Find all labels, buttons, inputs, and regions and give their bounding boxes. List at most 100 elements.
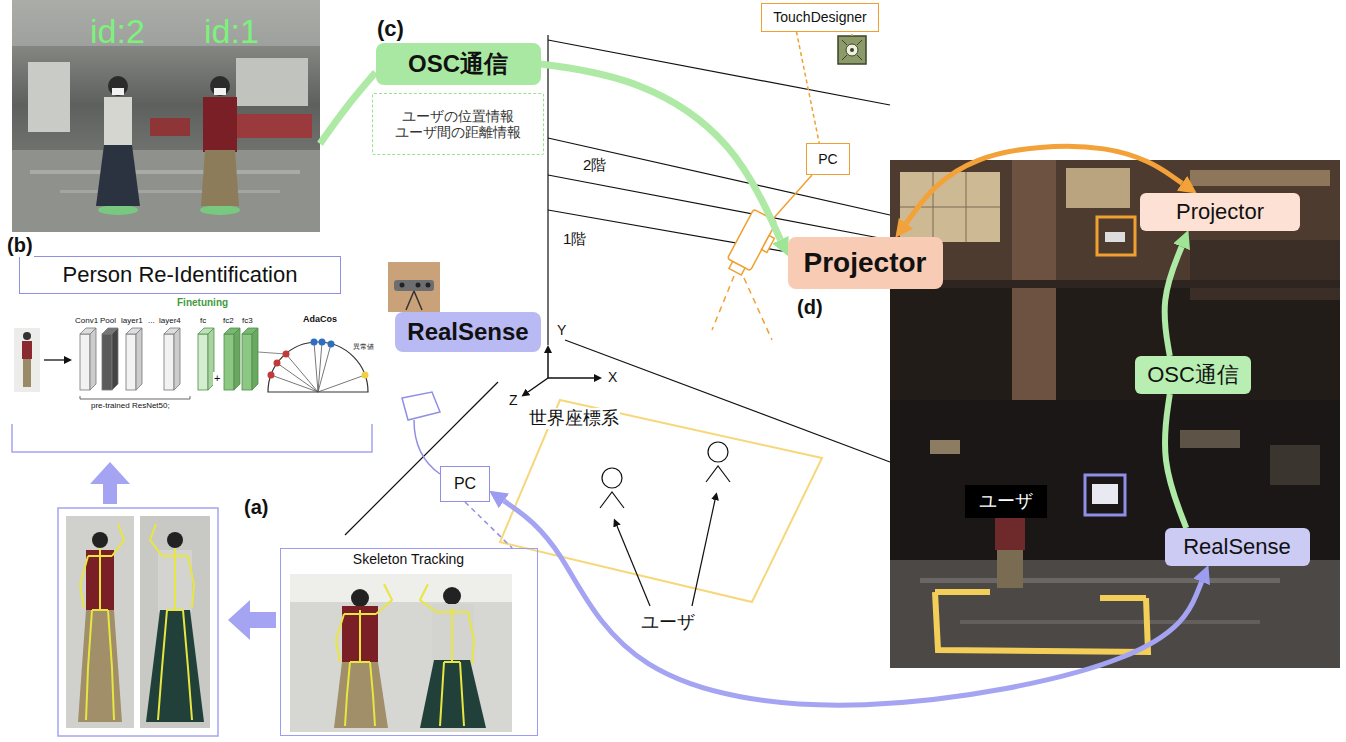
building-outline bbox=[548, 138, 890, 215]
axis-arrows bbox=[528, 378, 548, 392]
floor-area bbox=[500, 400, 822, 602]
tracking-photo bbox=[150, 118, 190, 136]
callout-letter: (c) bbox=[376, 16, 405, 41]
floor-area bbox=[602, 468, 622, 488]
network-figure bbox=[14, 328, 40, 392]
axis-label: Z bbox=[508, 392, 519, 408]
network-figure bbox=[314, 342, 318, 392]
projector-icon bbox=[712, 276, 734, 330]
crop-figures bbox=[66, 516, 134, 728]
software-icon bbox=[842, 40, 847, 45]
network-figure bbox=[198, 328, 258, 390]
layer-label: + bbox=[213, 372, 221, 385]
venue-photo bbox=[1066, 168, 1130, 208]
axis-arrows bbox=[547, 353, 549, 378]
projector-icon bbox=[744, 278, 772, 340]
node-text: PC bbox=[454, 475, 476, 493]
protocol-box: OSC通信 bbox=[376, 43, 541, 85]
tracking-photo bbox=[30, 170, 300, 174]
skeleton-photo bbox=[443, 587, 461, 605]
venue-photo bbox=[890, 400, 1340, 560]
flow-arrow bbox=[90, 462, 130, 484]
tracking-photo bbox=[12, 0, 320, 232]
network-figure bbox=[80, 334, 90, 390]
skeleton-photo bbox=[351, 589, 369, 607]
camera-symbol bbox=[402, 392, 440, 420]
network-figure bbox=[242, 334, 252, 390]
node-text: RealSense bbox=[407, 318, 528, 346]
crop-figures bbox=[150, 524, 194, 720]
node-text: OSC通信 bbox=[1147, 362, 1239, 387]
camera-photo bbox=[400, 283, 405, 288]
connector bbox=[1165, 394, 1186, 528]
axis-label: Y bbox=[556, 322, 567, 338]
floor-area bbox=[708, 442, 728, 462]
network-figure bbox=[268, 372, 275, 379]
network-figure bbox=[164, 334, 174, 390]
venue-photo bbox=[1190, 240, 1340, 300]
camera-photo bbox=[394, 280, 434, 291]
venue-photo bbox=[930, 440, 960, 454]
tracking-photo bbox=[28, 62, 70, 132]
network-figure bbox=[136, 328, 142, 390]
crop-figures bbox=[92, 532, 108, 548]
building-outline bbox=[345, 382, 498, 535]
skeleton-photo bbox=[290, 574, 512, 732]
building-outline bbox=[547, 35, 548, 345]
skeleton-photo bbox=[290, 574, 512, 732]
tracking-photo bbox=[214, 88, 226, 95]
network-figure bbox=[224, 334, 234, 390]
network-figure bbox=[318, 375, 365, 392]
node-text: Projector bbox=[1176, 199, 1264, 224]
floor-area bbox=[500, 400, 822, 606]
node-text: Person Re-Identification bbox=[63, 262, 298, 287]
layer-label: Pool bbox=[99, 316, 117, 325]
photo-panel: id:2id:1 bbox=[12, 0, 320, 232]
network-figure bbox=[274, 360, 281, 367]
flow-arrow bbox=[228, 600, 250, 640]
projector-icon bbox=[772, 175, 812, 220]
crop-figures bbox=[80, 524, 194, 720]
crop-figures bbox=[58, 508, 218, 736]
venue-photo bbox=[935, 592, 1146, 598]
network-figure bbox=[174, 328, 180, 390]
node-text: ユーザの位置情報 bbox=[402, 108, 514, 124]
tracking-photo bbox=[96, 145, 140, 206]
tracking-photo bbox=[98, 205, 138, 215]
building-outline bbox=[565, 340, 890, 462]
bracket bbox=[12, 424, 372, 452]
pc-box: PC bbox=[806, 143, 850, 175]
camera-photo bbox=[388, 262, 440, 312]
node-text: OSC通信 bbox=[408, 50, 508, 78]
venue-photo bbox=[920, 578, 1280, 583]
venue-photo bbox=[1190, 170, 1330, 186]
node-text: id:2 bbox=[88, 12, 147, 51]
node-text: ユーザ間の距離情報 bbox=[395, 124, 521, 140]
network-figure bbox=[23, 332, 31, 340]
connector bbox=[465, 502, 512, 548]
info-box: ユーザの位置情報ユーザ間の距離情報 bbox=[372, 93, 544, 155]
skeleton-photo bbox=[290, 574, 512, 602]
node-text: RealSense bbox=[1183, 534, 1291, 559]
skeleton-photo bbox=[336, 584, 474, 726]
connector bbox=[796, 32, 819, 144]
node-text: Skeleton Tracking bbox=[351, 551, 466, 567]
skeleton-photo bbox=[420, 584, 474, 726]
network-figure bbox=[319, 339, 326, 346]
camera-symbol bbox=[402, 392, 440, 474]
tracking-photo bbox=[236, 58, 308, 106]
venue-photo bbox=[890, 160, 1340, 668]
axis-title: 世界座標系 bbox=[528, 408, 620, 429]
floor-area bbox=[600, 492, 624, 508]
floor-area bbox=[706, 466, 730, 482]
network-figure bbox=[90, 328, 96, 390]
method-box: Person Re-Identification bbox=[19, 256, 341, 294]
network-figure bbox=[80, 328, 180, 390]
software-icon bbox=[850, 48, 854, 52]
venue-photo bbox=[1085, 475, 1125, 515]
node-text: PC bbox=[818, 151, 837, 167]
user-label: ユーザ bbox=[640, 612, 696, 633]
sensor-box: RealSense bbox=[395, 312, 541, 352]
projector-label: Projector bbox=[1140, 193, 1300, 231]
